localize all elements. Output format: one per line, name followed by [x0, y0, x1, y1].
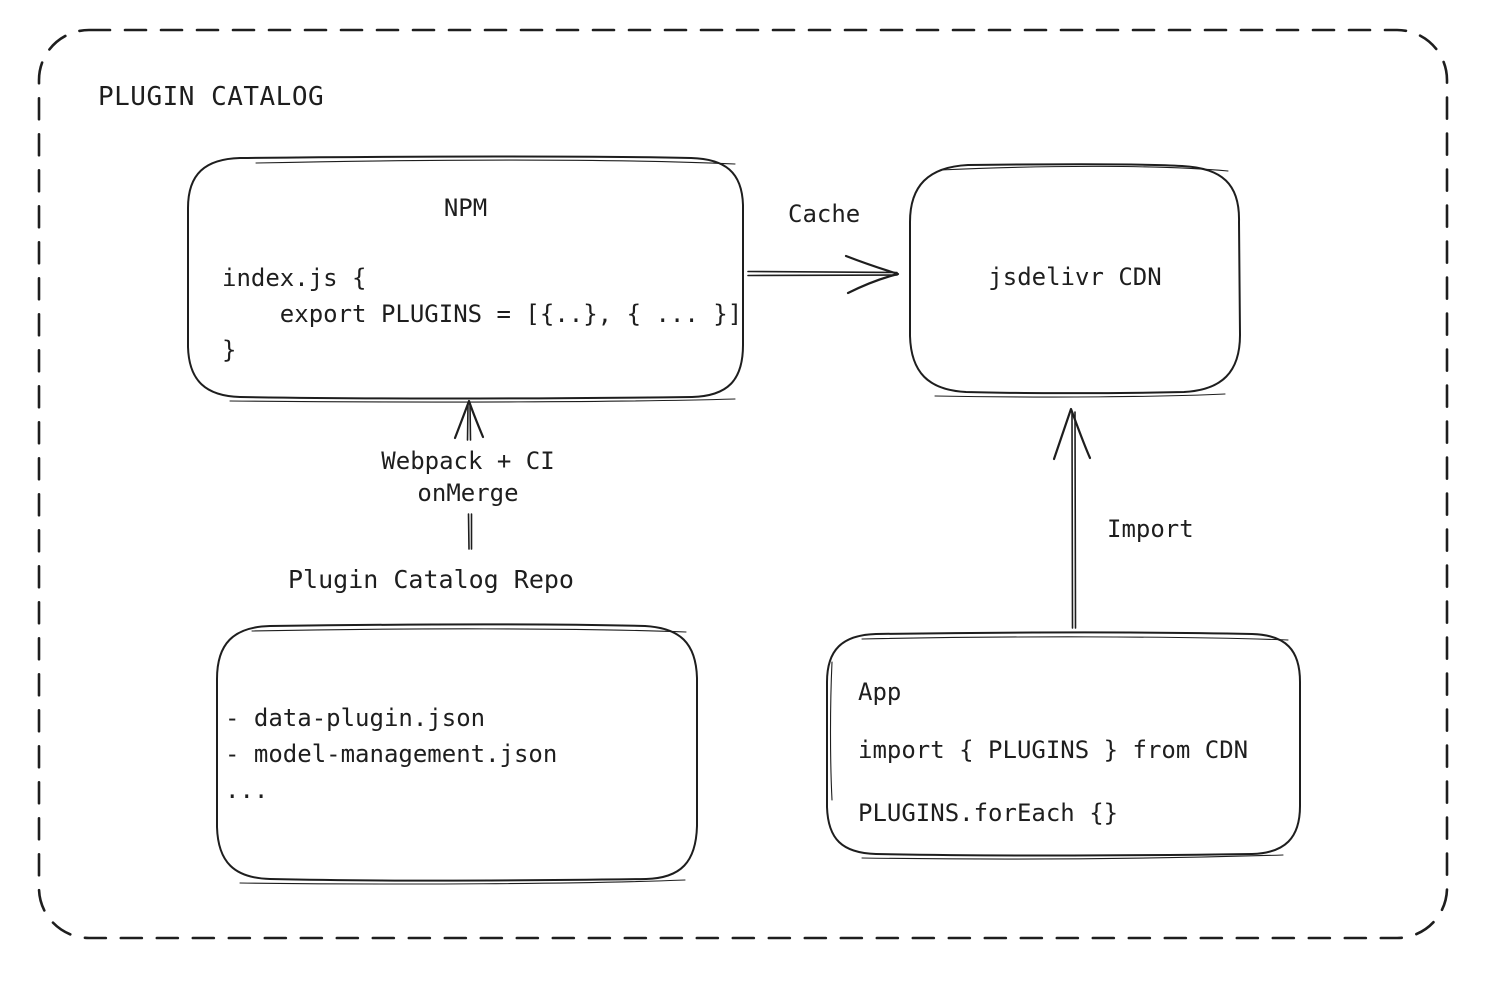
- repo-file-item-1: - data-plugin.json: [225, 704, 486, 732]
- import-arrow: [1052, 407, 1092, 629]
- npm-code-line-1: index.js {: [222, 264, 367, 292]
- repo-box-label: Plugin Catalog Repo: [288, 565, 574, 594]
- catalog-dashed-border: [37, 28, 1449, 940]
- build-arrow-label-line1: Webpack + CI: [381, 447, 555, 475]
- repo-file-item-2: - model-management.json: [225, 740, 558, 768]
- npm-code-line-2: export PLUGINS = [{..}, { ... }]: [222, 300, 743, 328]
- diagram-title: PLUGIN CATALOG: [98, 82, 325, 112]
- repo-file-ellipsis: ...: [225, 776, 269, 804]
- app-code-line-2: PLUGINS.forEach {}: [858, 799, 1119, 827]
- npm-code-block: index.js { export PLUGINS = [{..}, { ...…: [222, 260, 742, 368]
- repo-file-list: - data-plugin.json - model-management.js…: [225, 700, 557, 808]
- cdn-box-title: jsdelivr CDN: [988, 263, 1162, 291]
- npm-code-line-3: }: [222, 336, 237, 364]
- build-arrow: [453, 399, 485, 550]
- import-arrow-label: Import: [1107, 515, 1194, 543]
- cdn-box-shape: [909, 163, 1241, 398]
- cache-arrow: [747, 254, 900, 295]
- cache-arrow-label: Cache: [788, 200, 861, 228]
- build-arrow-label-line2: onMerge: [417, 479, 519, 507]
- app-box-shape: [826, 631, 1301, 860]
- app-box-title: App: [858, 678, 902, 706]
- npm-box-title: NPM: [443, 194, 488, 222]
- repo-box-shape: [216, 623, 698, 885]
- npm-box-shape: [187, 155, 744, 403]
- app-code-line-1: import { PLUGINS } from CDN: [858, 736, 1249, 764]
